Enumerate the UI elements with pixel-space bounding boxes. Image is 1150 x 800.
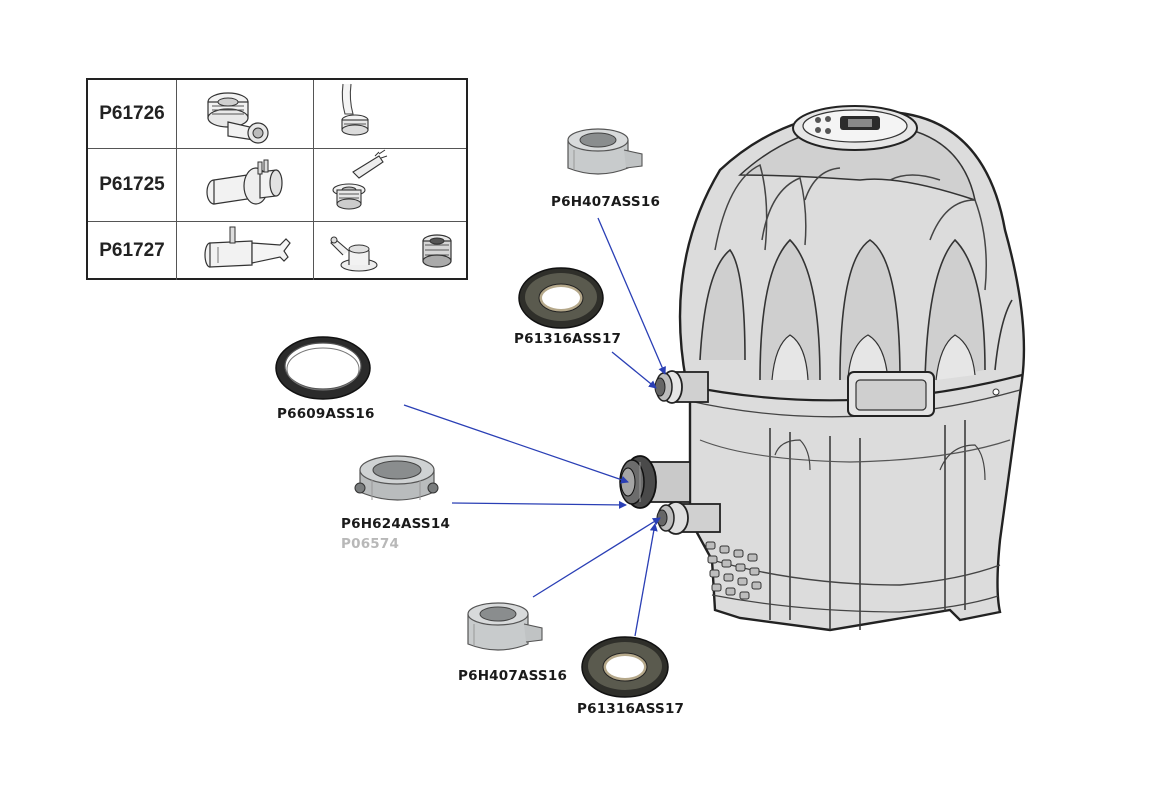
table-row: P61725 — [88, 148, 466, 222]
table-row: P61727 — [88, 221, 466, 280]
label-nut-alt: P06574 — [341, 536, 400, 552]
table-row: P61726 — [88, 80, 466, 149]
large-o-ring — [275, 336, 371, 400]
hose-cap-top — [567, 128, 643, 175]
arrow-o-ring — [403, 404, 629, 484]
arrow-top-cap — [597, 217, 666, 375]
parts-table: P61726 — [86, 78, 468, 280]
valve-body-thumbnail — [422, 234, 452, 268]
hose-cap-bottom — [467, 602, 543, 651]
arrow-bottom-cap — [532, 517, 661, 598]
label-top-cap: P6H407ASS16 — [551, 194, 661, 210]
label-bottom-gasket: P61316ASS17 — [577, 701, 685, 717]
part-code: P61725 — [88, 148, 177, 221]
part-code: P61726 — [88, 80, 177, 148]
arrow-nut — [451, 500, 627, 509]
part-code: P61727 — [88, 221, 177, 280]
upper-outlet-port — [654, 370, 709, 404]
connector-plug-thumbnail — [332, 149, 388, 210]
gasket-top — [518, 267, 604, 329]
vent-grid — [705, 541, 762, 600]
label-o-ring: P6609ASS16 — [277, 406, 375, 422]
gasket-bottom — [581, 636, 669, 698]
drain-plug-thumbnail — [341, 83, 369, 136]
label-bottom-cap: P6H407ASS16 — [458, 668, 568, 684]
arrow-bottom-gasket — [634, 523, 658, 637]
leader-arrows — [403, 217, 666, 637]
arrow-top-gasket — [611, 351, 657, 389]
hose-adapter-thumbnail — [206, 159, 283, 205]
air-valve-tool-thumbnail — [204, 226, 291, 268]
middle-inlet-port — [619, 455, 691, 509]
drain-valve-thumbnail — [207, 92, 269, 144]
filter-pump-body — [619, 105, 1026, 632]
label-nut: P6H624ASS14 — [341, 516, 451, 532]
valve-cap-thumbnail — [330, 236, 378, 272]
union-nut — [354, 455, 439, 501]
lower-outlet-port — [656, 501, 721, 535]
label-top-gasket: P61316ASS17 — [514, 331, 622, 347]
